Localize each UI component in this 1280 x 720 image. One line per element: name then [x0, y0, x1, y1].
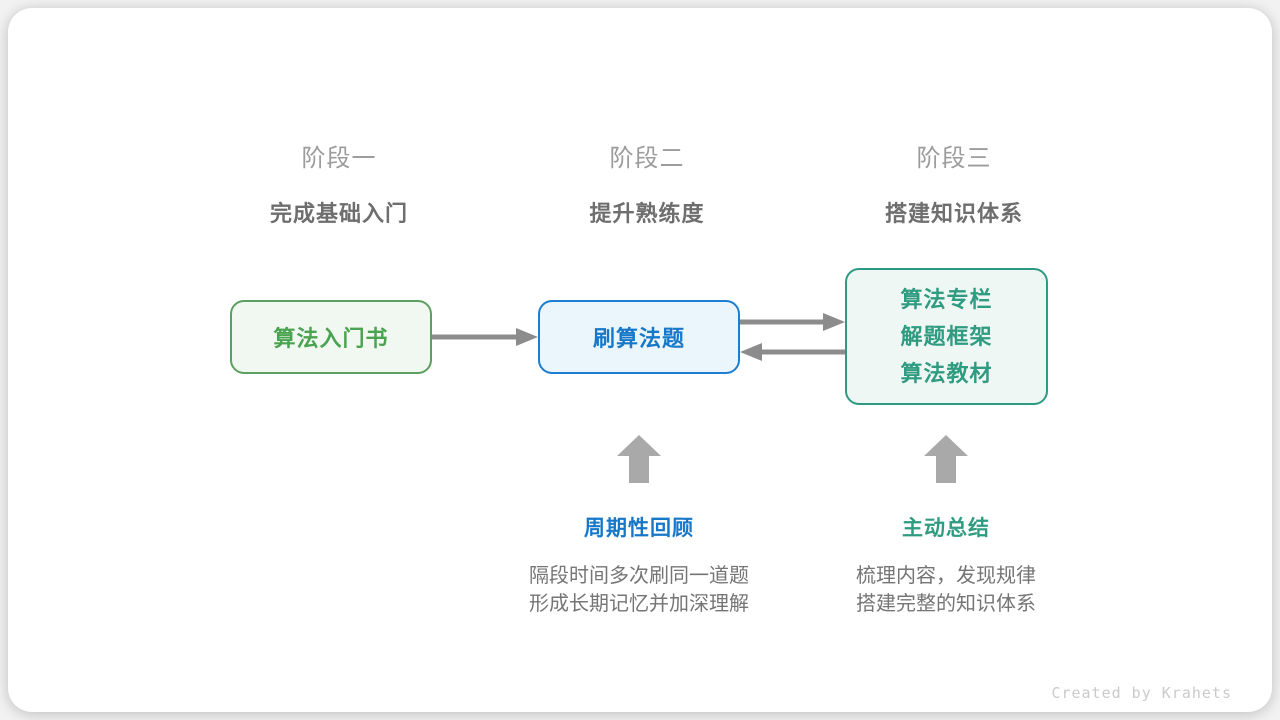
stage-2-label: 阶段二 — [609, 145, 685, 172]
annotation-periodic-review-line-1: 隔段时间多次刷同一道题 — [529, 565, 749, 587]
annotation-periodic-review-title: 周期性回顾 — [584, 517, 694, 540]
node-algorithm-intro-book: 算法入门书 — [230, 300, 432, 374]
annotation-active-summary-line-2: 搭建完整的知识体系 — [856, 593, 1036, 615]
up-arrow-summarize-icon — [924, 435, 968, 483]
node-resource-line-1: 算法专栏 — [900, 287, 993, 312]
arrow-resources-to-practice-icon — [740, 343, 845, 361]
node-resource-line-2: 解题框架 — [900, 324, 993, 349]
stage-1-label: 阶段一 — [301, 145, 377, 172]
stage-2-header: 阶段二 提升熟练度 — [487, 138, 807, 228]
annotation-periodic-review: 周期性回顾 隔段时间多次刷同一道题 形成长期记忆并加深理解 — [459, 512, 819, 618]
annotation-active-summary-line-1: 梳理内容，发现规律 — [856, 565, 1036, 587]
arrow-book-to-practice-icon — [432, 328, 538, 346]
annotation-active-summary-title: 主动总结 — [902, 517, 990, 540]
annotation-periodic-review-line-2: 形成长期记忆并加深理解 — [529, 593, 749, 615]
node-algorithm-intro-book-label: 算法入门书 — [273, 326, 389, 351]
annotation-periodic-review-desc: 隔段时间多次刷同一道题 形成长期记忆并加深理解 — [459, 562, 819, 618]
stage-3-header: 阶段三 搭建知识体系 — [794, 138, 1114, 228]
arrow-practice-to-resources-icon — [740, 313, 845, 331]
up-arrow-review-icon — [617, 435, 661, 483]
stage-3-subtitle: 搭建知识体系 — [884, 201, 1023, 226]
node-knowledge-resources: 算法专栏 解题框架 算法教材 — [845, 268, 1048, 405]
stage-1-header: 阶段一 完成基础入门 — [179, 138, 499, 228]
node-practice-problems: 刷算法题 — [538, 300, 740, 374]
node-practice-problems-label: 刷算法题 — [592, 326, 685, 351]
diagram-card: 阶段一 完成基础入门 阶段二 提升熟练度 阶段三 搭建知识体系 算法入门书 刷算… — [8, 8, 1272, 712]
annotation-active-summary-desc: 梳理内容，发现规律 搭建完整的知识体系 — [766, 562, 1126, 618]
stage-2-subtitle: 提升熟练度 — [589, 201, 705, 226]
stage-1-subtitle: 完成基础入门 — [269, 201, 408, 226]
stage-3-label: 阶段三 — [916, 145, 992, 172]
annotation-active-summary: 主动总结 梳理内容，发现规律 搭建完整的知识体系 — [766, 512, 1126, 618]
node-resource-line-3: 算法教材 — [900, 361, 993, 386]
credit-text: Created by Krahets — [1051, 684, 1232, 702]
